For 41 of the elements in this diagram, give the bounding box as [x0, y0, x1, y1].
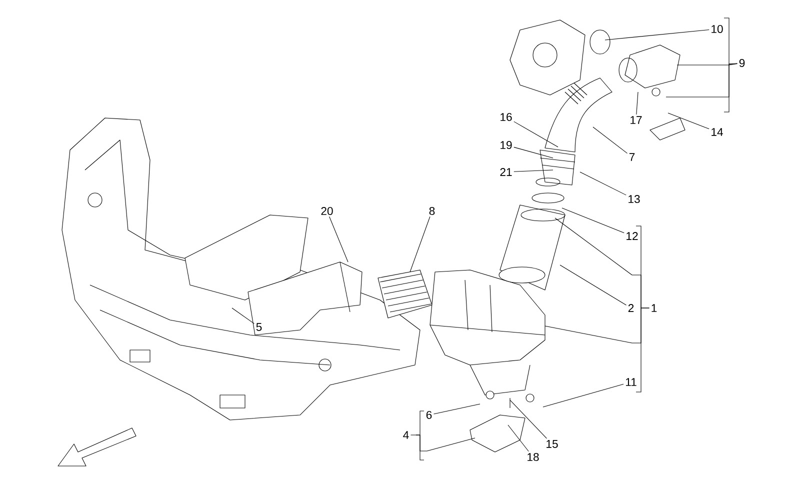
- leader-line: [232, 308, 255, 324]
- leader-line: [508, 424, 529, 452]
- leader-line: [676, 63, 738, 66]
- leader-line: [632, 308, 650, 344]
- callout-number: 21: [500, 168, 512, 176]
- callout-number: 5: [256, 323, 262, 331]
- leader-line: [666, 63, 738, 98]
- callout-number: 1: [652, 304, 657, 312]
- leader-line: [510, 400, 547, 439]
- leader-line: [514, 121, 558, 148]
- leader-line: [329, 216, 348, 262]
- leader-line: [542, 384, 624, 408]
- callout-number: 2: [628, 304, 634, 312]
- callout-number: 4: [403, 431, 409, 439]
- callout-number: 12: [626, 232, 638, 240]
- callout-number: 19: [500, 141, 512, 149]
- callout-number: 20: [321, 207, 333, 215]
- callout-number: 8: [429, 207, 435, 215]
- leader-line: [580, 172, 626, 196]
- leader-line: [433, 404, 480, 414]
- leader-line: [636, 92, 638, 115]
- callout-number: 10: [712, 25, 723, 33]
- callout-number: 17: [630, 116, 642, 124]
- callout-number: 7: [629, 153, 635, 161]
- leader-line: [560, 264, 627, 306]
- leader-line: [410, 434, 476, 452]
- leader-line: [668, 112, 710, 130]
- leader-line: [562, 208, 624, 234]
- callout-number: 16: [500, 113, 512, 121]
- callout-number: 9: [739, 59, 745, 67]
- leader-line: [514, 170, 554, 172]
- leader-line: [592, 126, 628, 154]
- leader-line: [410, 216, 430, 272]
- callout-number: 14: [712, 128, 723, 136]
- callout-number: 18: [528, 453, 539, 461]
- callout-number: 15: [546, 440, 558, 448]
- leader-line: [514, 146, 554, 158]
- callout-number: 13: [628, 195, 640, 203]
- callout-number: 6: [426, 411, 432, 419]
- leader-line: [604, 30, 710, 40]
- callout-number: 11: [626, 378, 636, 386]
